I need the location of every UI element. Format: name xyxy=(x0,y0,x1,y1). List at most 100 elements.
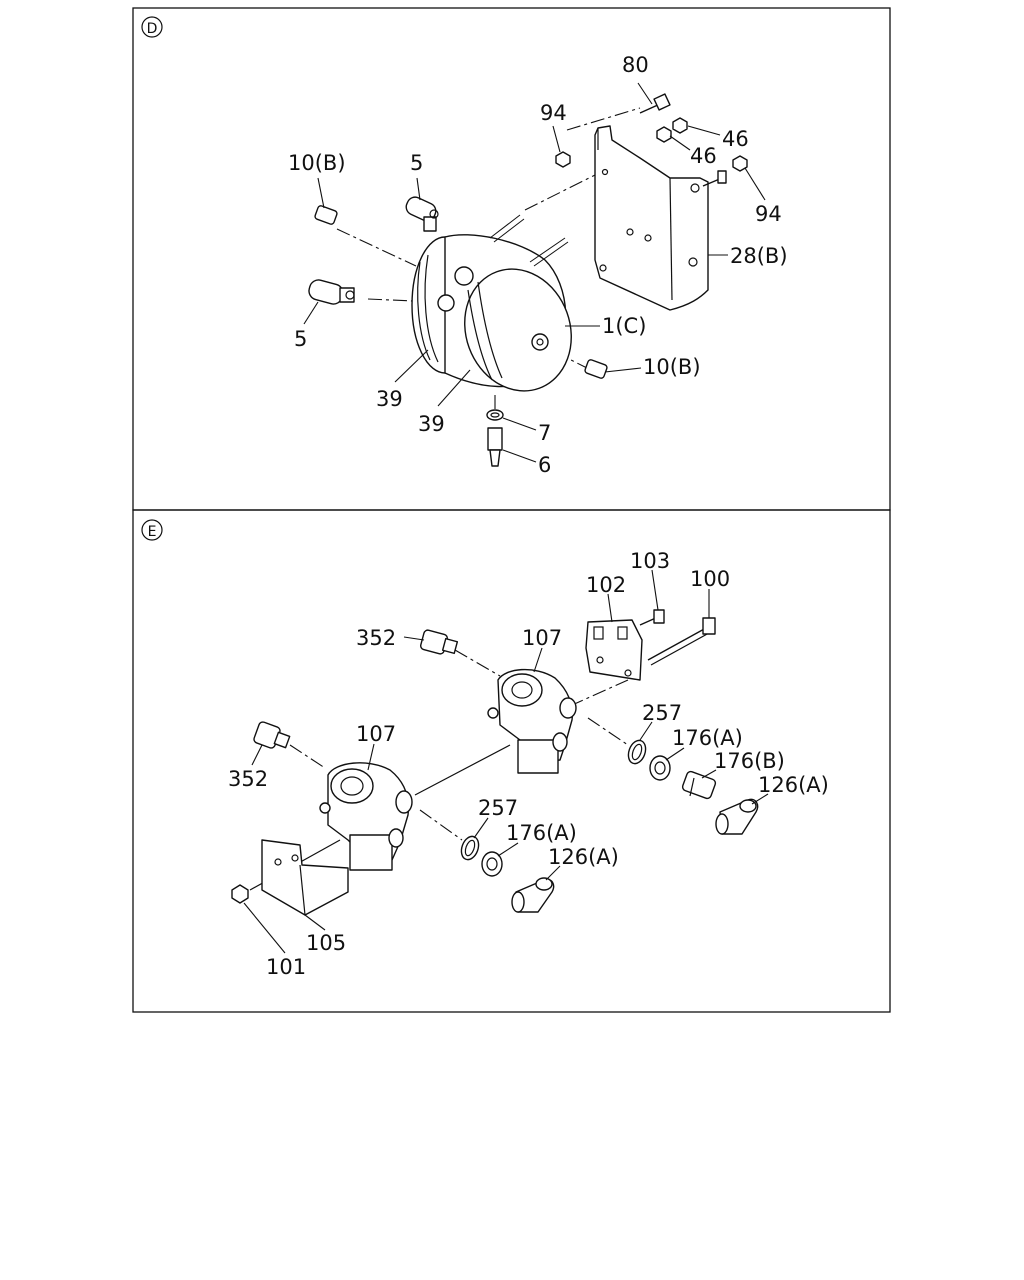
valve-port xyxy=(388,828,404,848)
guide-line xyxy=(524,169,606,211)
washer-7-hole xyxy=(490,412,500,418)
adapter-body xyxy=(649,755,671,781)
air-tank xyxy=(411,214,572,392)
fitting-thread xyxy=(441,637,459,655)
label-6: 6 xyxy=(538,453,551,477)
leader-line xyxy=(607,593,613,623)
adapter-176a xyxy=(481,851,503,877)
leader-line xyxy=(651,569,659,611)
label-352: 352 xyxy=(356,626,396,650)
o-ring-257 xyxy=(627,739,647,765)
bracket-hole xyxy=(688,257,698,267)
leader-line xyxy=(669,135,691,151)
leader-line xyxy=(751,793,769,805)
leader-line xyxy=(637,82,653,105)
adapter-body xyxy=(481,851,503,877)
elbow-port xyxy=(511,891,525,913)
valve-lug xyxy=(319,802,331,814)
label-102: 102 xyxy=(586,573,626,597)
label-94: 94 xyxy=(755,202,782,226)
plug-body xyxy=(584,359,608,379)
connector-hex xyxy=(689,777,695,797)
label-7: 7 xyxy=(538,421,551,445)
bracket-28b xyxy=(594,125,709,311)
bolt-103 xyxy=(639,609,665,626)
valve-port xyxy=(395,790,413,814)
guide-line xyxy=(414,744,511,796)
bracket-plate xyxy=(585,619,643,681)
tank-port xyxy=(531,333,549,351)
leader-line xyxy=(545,865,561,881)
stud xyxy=(533,241,569,267)
o-ring-257-inner xyxy=(631,743,643,761)
connector-body xyxy=(681,770,717,800)
leader-line xyxy=(416,177,421,201)
label-80: 80 xyxy=(622,53,649,77)
leader-line xyxy=(304,914,326,931)
adapter-bore xyxy=(486,857,498,871)
guide-line xyxy=(336,228,417,267)
adapter-176a xyxy=(649,755,671,781)
panel-d: D xyxy=(132,7,891,511)
panel-d-marker: D xyxy=(147,21,158,37)
leader-line xyxy=(604,367,642,373)
bolt-head xyxy=(702,617,716,635)
leader-line xyxy=(687,125,721,136)
label-176b: 176(B) xyxy=(714,749,785,773)
label-46: 46 xyxy=(690,144,717,168)
guide-line xyxy=(569,679,629,707)
label-126a: 126(A) xyxy=(758,773,829,797)
label-10b: 10(B) xyxy=(288,151,346,175)
leader-line xyxy=(251,744,263,766)
label-103: 103 xyxy=(630,549,670,573)
stud xyxy=(529,237,566,263)
label-105: 105 xyxy=(306,931,346,955)
leader-line xyxy=(665,747,685,761)
leader-line xyxy=(502,417,537,431)
label-257: 257 xyxy=(642,701,682,725)
panel-e-frame xyxy=(132,509,891,1013)
elbow-126a xyxy=(715,798,759,835)
bracket-slot xyxy=(617,626,628,640)
bolt-100 xyxy=(647,617,716,666)
adapter-bore xyxy=(654,761,666,775)
fitting-352 xyxy=(420,629,459,655)
label-46: 46 xyxy=(722,127,749,151)
fitting-352 xyxy=(253,721,291,749)
leader-line xyxy=(243,902,286,954)
elbow-5 xyxy=(308,279,355,305)
guide-line xyxy=(289,744,326,769)
tank-boss xyxy=(454,266,474,286)
panel-e-marker: E xyxy=(148,524,157,540)
bolt-head xyxy=(717,170,727,184)
bracket-hole xyxy=(626,228,634,236)
valve-port xyxy=(552,732,568,752)
bracket-hole xyxy=(624,669,632,677)
leader-line xyxy=(394,349,429,383)
leader-line xyxy=(303,301,319,325)
label-94: 94 xyxy=(540,101,567,125)
elbow-port xyxy=(535,877,553,891)
relay-valve-107 xyxy=(487,668,577,774)
bracket-hole xyxy=(601,168,609,176)
leader-line xyxy=(437,369,471,407)
guide-line xyxy=(419,809,463,841)
plug-10b xyxy=(314,205,338,225)
label-10b: 10(B) xyxy=(643,355,701,379)
bracket-slot xyxy=(593,626,604,640)
elbow-port xyxy=(739,799,757,813)
elbow-port xyxy=(345,290,355,300)
leader-line xyxy=(497,842,519,857)
elbow-stub xyxy=(423,216,437,232)
leader-line xyxy=(367,743,375,771)
bracket-hole xyxy=(690,183,700,193)
plug-10b xyxy=(584,359,608,379)
guide-line xyxy=(454,649,501,677)
guide-line xyxy=(587,717,629,746)
label-126a: 126(A) xyxy=(548,845,619,869)
leader-line xyxy=(317,177,325,209)
bracket-plate xyxy=(261,839,349,916)
valve-top-inner xyxy=(511,681,533,699)
leader-line xyxy=(552,125,561,153)
